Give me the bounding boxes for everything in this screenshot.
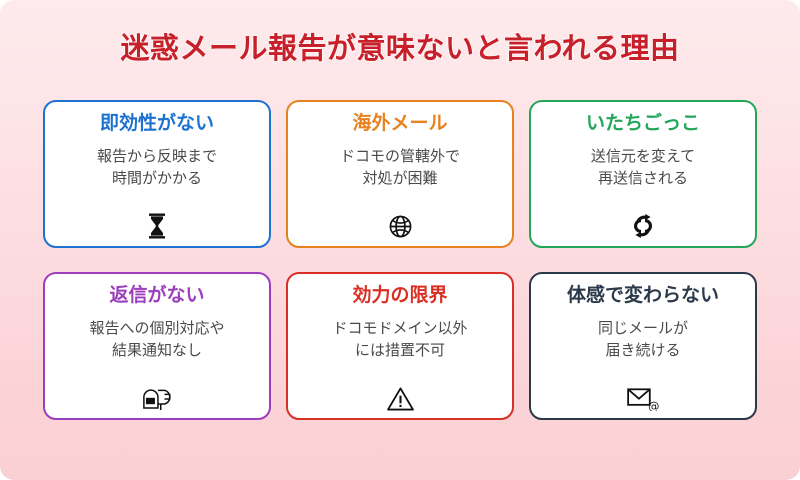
card-title: 返信がない — [109, 285, 205, 306]
card-body: ドコモの管轄外で 対処が困難 — [339, 147, 460, 187]
card-title: 海外メール — [352, 113, 448, 134]
email-at-icon: @ — [531, 387, 755, 411]
svg-text:@: @ — [648, 400, 659, 411]
card-title: 即効性がない — [99, 113, 214, 134]
mailbox-icon — [45, 388, 269, 411]
card-body: ドコモドメイン以外 には措置不可 — [332, 319, 468, 359]
reason-card-no-reply: 返信がない 報告への個別対応や 結果通知なし — [43, 272, 271, 420]
reason-card-no-perceived-change: 体感で変わらない 同じメールが 届き続ける @ — [529, 272, 757, 420]
reason-card-overseas-mail: 海外メール ドコモの管轄外で 対処が困難 — [286, 100, 514, 248]
hourglass-icon — [45, 213, 269, 239]
card-body: 報告から反映まで 時間がかかる — [96, 147, 217, 187]
refresh-cycle-icon — [531, 213, 755, 239]
warning-triangle-icon — [288, 387, 512, 411]
card-title: 効力の限界 — [352, 285, 448, 306]
card-body: 報告への個別対応や 結果通知なし — [89, 319, 225, 359]
card-title: いたちごっこ — [585, 113, 700, 134]
reason-card-cat-and-mouse: いたちごっこ 送信元を変えて 再送信される — [529, 100, 757, 248]
card-body: 送信元を変えて 再送信される — [590, 147, 696, 187]
globe-icon — [288, 214, 512, 239]
reason-card-immediacy: 即効性がない 報告から反映まで 時間がかかる — [43, 100, 271, 248]
card-body: 同じメールが 届き続ける — [597, 319, 688, 359]
reason-card-limited-effect: 効力の限界 ドコモドメイン以外 には措置不可 — [286, 272, 514, 420]
reason-card-grid: 即効性がない 報告から反映まで 時間がかかる 海外メール ドコモの管轄外で 対処… — [43, 100, 757, 420]
page-title: 迷惑メール報告が意味ないと言われる理由 — [120, 33, 680, 65]
card-title: 体感で変わらない — [566, 285, 719, 306]
